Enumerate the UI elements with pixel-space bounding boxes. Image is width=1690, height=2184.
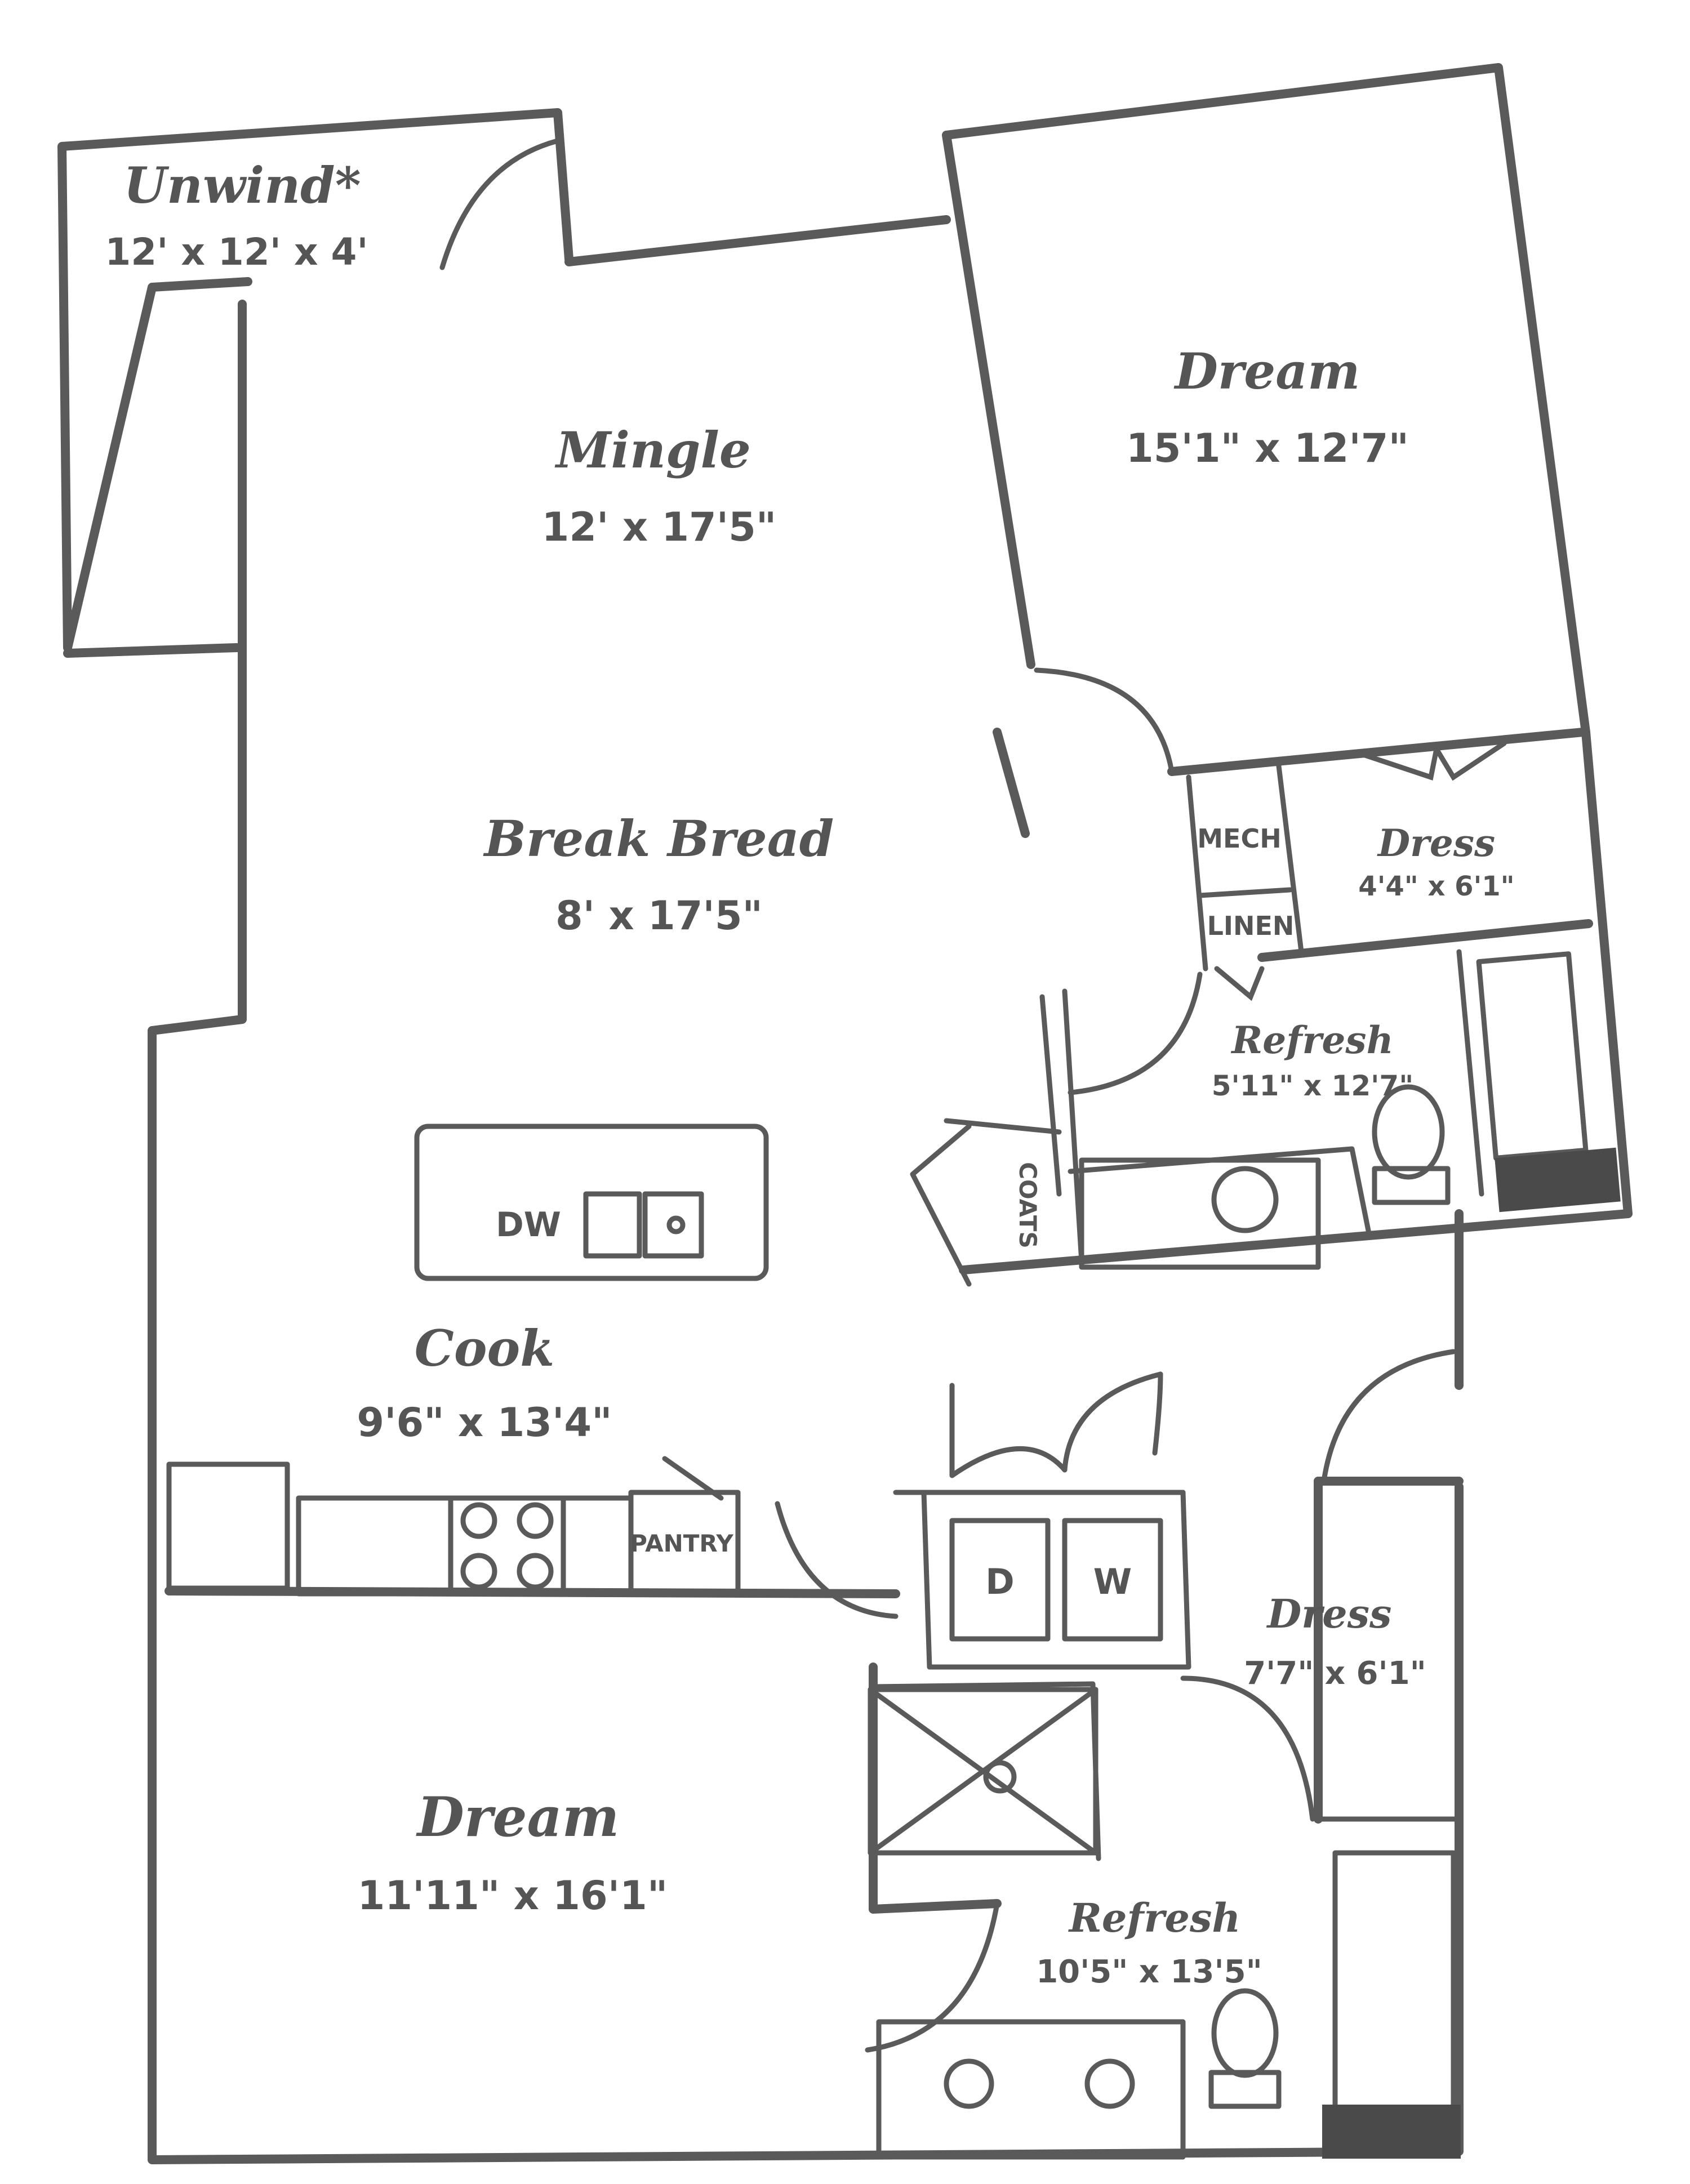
refresh-second-dims: 10'5" x 13'5" [1036, 1954, 1262, 1990]
washer-box [1062, 1518, 1163, 1642]
room-labels: Unwind* 12' x 12' x 4' Mingle 12' x 17'5… [105, 156, 1514, 1990]
cook-dims: 9'6" x 13'4" [357, 1399, 612, 1446]
dream-second-dims: 11'11" x 16'1" [358, 1873, 668, 1919]
mingle-dims: 12' x 17'5" [542, 504, 777, 550]
unwind-dims: 12' x 12' x 4' [105, 230, 368, 274]
break-bread-name: Break Bread [483, 809, 834, 868]
linen-label: LINEN [1207, 911, 1295, 941]
master-bath-fixtures [1079, 951, 1621, 1270]
mingle-name: Mingle [554, 421, 751, 479]
sink-basin-left [583, 1191, 642, 1259]
dream-master-dims: 15'1" x 12'7" [1126, 425, 1409, 471]
sink-basin-right [642, 1191, 704, 1259]
refresh-second-name: Refresh [1068, 1895, 1241, 1941]
refresh-master-name: Refresh [1230, 1018, 1393, 1062]
coats-label: COATS [1014, 1162, 1042, 1249]
laundry [893, 1490, 1191, 1670]
shower [868, 1687, 1098, 1856]
master-suite-interior [910, 728, 1593, 1287]
second-suite-walls [868, 1477, 1462, 2160]
washer-label: W [1093, 1561, 1132, 1602]
dream-second-name: Dream [416, 1785, 620, 1849]
refresh-master-dims: 5'11" x 12'7" [1212, 1069, 1414, 1102]
exterior-walls [57, 63, 1633, 2164]
dress-second-dims: 7'7" x 6'1" [1244, 1655, 1426, 1692]
break-bread-dims: 8' x 17'5" [555, 893, 763, 939]
kitchen [164, 1124, 900, 1598]
unwind-name: Unwind* [123, 156, 361, 215]
dryer-box [949, 1518, 1051, 1642]
dream-master-name: Dream [1173, 342, 1360, 400]
mech-label: MECH [1197, 823, 1281, 854]
dryer-label: D [985, 1561, 1014, 1602]
dress-master-dims: 4'4" x 6'1" [1358, 871, 1514, 902]
cook-name: Cook [415, 1319, 554, 1378]
pantry-label: PANTRY [630, 1530, 733, 1557]
dishwasher-label: DW [496, 1205, 561, 1245]
dress-second-name: Dress [1266, 1590, 1392, 1637]
fixture-labels: MECH LINEN COATS DW PANTRY D W [496, 823, 1294, 1602]
dress-master-name: Dress [1377, 821, 1495, 865]
